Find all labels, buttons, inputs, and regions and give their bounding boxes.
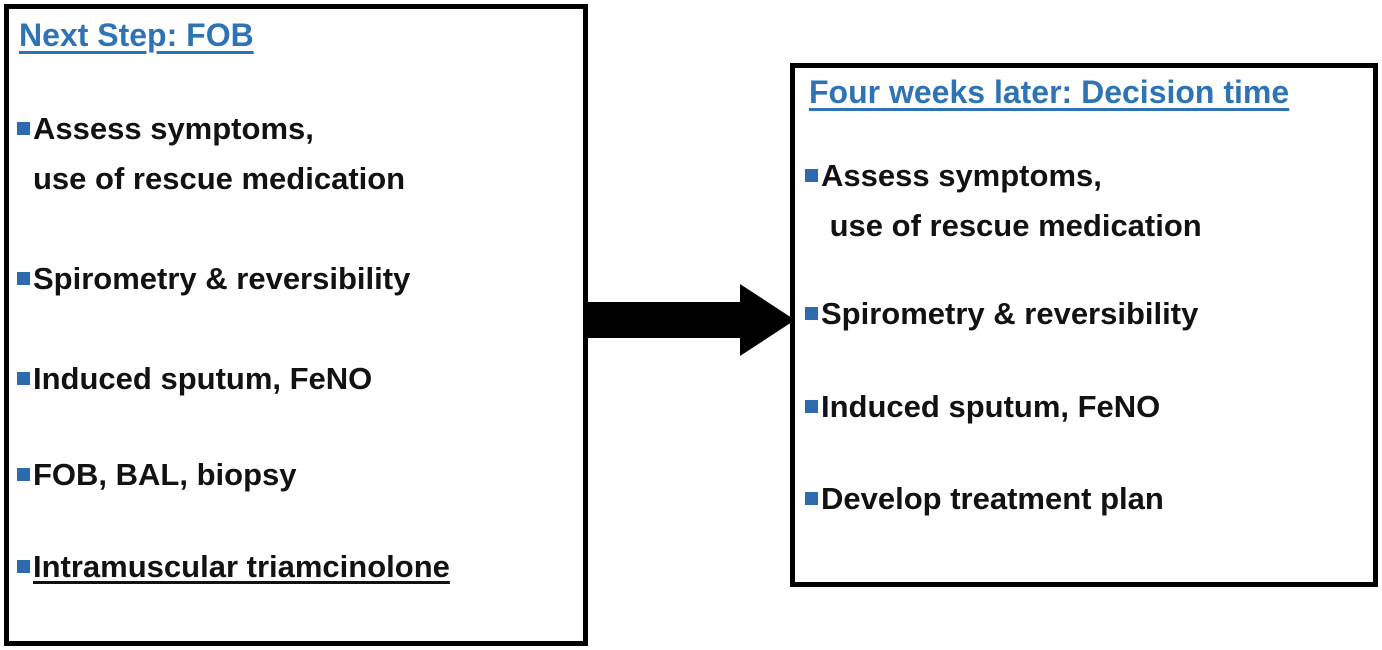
- list-item: Spirometry & reversibility: [17, 254, 410, 304]
- right-box-title: Four weeks later: Decision time: [809, 74, 1290, 110]
- bullet-square-icon: [805, 492, 818, 505]
- list-item: Assess symptoms, use of rescue medicatio…: [805, 151, 1202, 251]
- list-item-text: Assess symptoms, use of rescue medicatio…: [821, 158, 1202, 243]
- bullet-square-icon: [17, 272, 30, 285]
- list-item: Intramuscular triamcinolone: [17, 542, 450, 592]
- list-item-text: FOB, BAL, biopsy: [33, 457, 297, 492]
- list-item-text: Induced sputum, FeNO: [821, 389, 1161, 424]
- left-box-title: Next Step: FOB: [19, 17, 254, 53]
- list-item-text: Induced sputum, FeNO: [33, 361, 373, 396]
- right-arrow-icon: [583, 284, 795, 356]
- bullet-square-icon: [17, 468, 30, 481]
- list-item: Induced sputum, FeNO: [805, 382, 1160, 432]
- list-item-text: Intramuscular triamcinolone: [33, 549, 450, 584]
- list-item-text: Spirometry & reversibility: [821, 296, 1199, 331]
- list-item: FOB, BAL, biopsy: [17, 450, 297, 500]
- next-step-fob-box: Next Step: FOB Assess symptoms, use of r…: [4, 4, 588, 646]
- bullet-square-icon: [17, 372, 30, 385]
- bullet-square-icon: [17, 560, 30, 573]
- list-item: Spirometry & reversibility: [805, 289, 1198, 339]
- decision-time-box: Four weeks later: Decision time Assess s…: [790, 63, 1378, 587]
- list-item-text: Spirometry & reversibility: [33, 261, 411, 296]
- list-item-text: Develop treatment plan: [821, 481, 1164, 516]
- bullet-square-icon: [805, 169, 818, 182]
- bullet-square-icon: [805, 400, 818, 413]
- list-item: Induced sputum, FeNO: [17, 354, 372, 404]
- list-item: Assess symptoms, use of rescue medicatio…: [17, 104, 405, 204]
- list-item-text: Assess symptoms, use of rescue medicatio…: [33, 111, 406, 196]
- list-item: Develop treatment plan: [805, 474, 1164, 524]
- bullet-square-icon: [17, 122, 30, 135]
- bullet-square-icon: [805, 307, 818, 320]
